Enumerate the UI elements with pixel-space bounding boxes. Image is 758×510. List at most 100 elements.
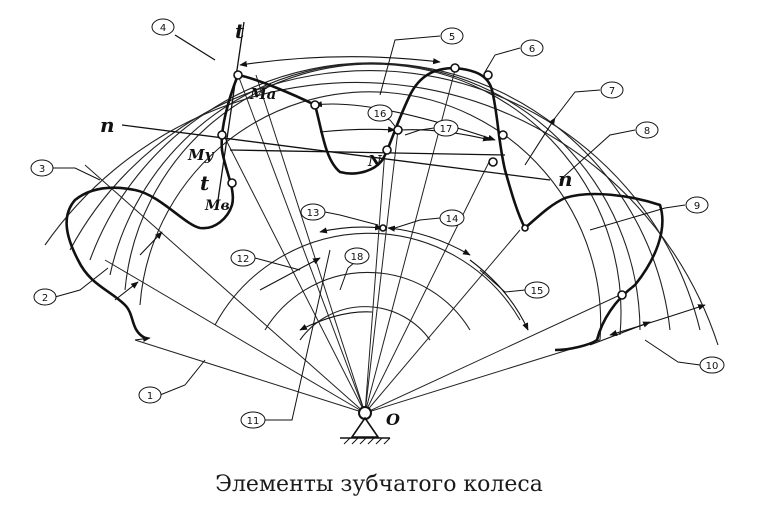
- arc-outer-extended: [44, 81, 719, 346]
- leader-14: [394, 217, 441, 229]
- callout-15: 15: [524, 281, 550, 299]
- leader-11: [265, 249, 331, 421]
- leader-10: [644, 339, 701, 366]
- point-n: [382, 145, 392, 155]
- leader-2: [54, 267, 109, 298]
- svg-text:5: 5: [449, 32, 455, 43]
- svg-text:4: 4: [160, 23, 166, 34]
- arrow-pitch-right: [387, 225, 471, 256]
- label-n-left: n: [100, 113, 115, 137]
- leader-13: [324, 211, 379, 226]
- radial-line: [364, 294, 621, 414]
- radial-line: [364, 159, 491, 414]
- callout-markers: 1 2 3 4 5 6 7 8 9 10 11 12 13 14 15 16 1…: [30, 18, 725, 429]
- callout-9: 9: [685, 196, 709, 214]
- label-n-right: n: [558, 167, 573, 191]
- point-ma: [233, 70, 243, 80]
- leader-17: [404, 127, 435, 136]
- pivot-support: [350, 416, 380, 438]
- point-tip-left: [450, 63, 460, 73]
- point-right-pitch: [498, 130, 508, 140]
- radial-line: [134, 339, 366, 414]
- arc-inner-3: [299, 306, 431, 341]
- svg-text:13: 13: [307, 208, 320, 219]
- svg-text:12: 12: [237, 254, 250, 265]
- point-tip-right: [483, 70, 493, 80]
- arc-outer: [69, 70, 701, 331]
- arc-inner-1: [214, 232, 521, 326]
- leader-1: [159, 359, 206, 396]
- radial-line: [255, 74, 366, 414]
- label-n-point: N: [367, 152, 383, 170]
- leader-4: [174, 34, 216, 61]
- label-t-bottom: t: [200, 171, 210, 195]
- point-labels: Ma My Mв N t t n n: [100, 19, 573, 214]
- diagram-caption: Элементы зубчатого колеса: [215, 472, 543, 497]
- radial-line: [364, 339, 601, 414]
- svg-text:7: 7: [609, 86, 615, 97]
- arc-root-circle: [139, 91, 602, 341]
- svg-text:1: 1: [147, 391, 153, 402]
- radial-line: [237, 74, 366, 414]
- callout-18: 18: [344, 247, 370, 265]
- svg-text:16: 16: [374, 109, 387, 120]
- callout-1: 1: [138, 386, 162, 404]
- arrow-right-7: [524, 117, 556, 166]
- leader-7: [554, 89, 601, 119]
- callout-13: 13: [300, 203, 326, 221]
- callout-5: 5: [440, 27, 464, 45]
- callout-leaders: [52, 35, 701, 421]
- svg-text:9: 9: [694, 201, 700, 212]
- callout-4: 4: [151, 18, 175, 36]
- point-right-n: [488, 157, 498, 167]
- profile-points: [217, 63, 627, 300]
- callout-10: 10: [699, 356, 725, 374]
- leader-12: [254, 257, 301, 271]
- label-t-top: t: [235, 19, 245, 43]
- arrow-angle-12: [259, 257, 321, 291]
- label-my: My: [187, 146, 215, 164]
- leader-9: [589, 204, 686, 231]
- center-pivot: O: [340, 406, 400, 445]
- arrow-angle-18: [299, 311, 373, 331]
- svg-text:8: 8: [644, 126, 650, 137]
- tooth-profiles: [65, 66, 664, 352]
- callout-11: 11: [240, 411, 266, 429]
- svg-text:3: 3: [39, 164, 45, 175]
- leader-3: [52, 167, 101, 181]
- leader-5: [379, 35, 441, 96]
- callout-16: 16: [367, 104, 393, 122]
- callout-3: 3: [30, 159, 54, 177]
- svg-text:11: 11: [247, 416, 260, 427]
- arrow-left-2: [114, 281, 139, 301]
- svg-text:10: 10: [706, 361, 719, 372]
- svg-text:14: 14: [446, 214, 459, 225]
- callout-6: 6: [520, 39, 544, 57]
- radial-line: [84, 164, 366, 414]
- arrow-angle-15: [469, 259, 529, 331]
- radial-line: [364, 229, 521, 414]
- center-label: O: [386, 410, 400, 429]
- arrow-pitch-tooth: [319, 126, 396, 133]
- svg-text:15: 15: [531, 286, 544, 297]
- pitch-line: [229, 149, 506, 156]
- arrow-circular-pitch: [319, 224, 383, 234]
- svg-text:2: 2: [42, 293, 48, 304]
- leader-6: [484, 47, 521, 73]
- leader-18: [339, 261, 356, 291]
- callout-17: 17: [433, 119, 459, 137]
- point-n-top: [393, 125, 403, 135]
- callout-8: 8: [635, 121, 659, 139]
- point-base-right: [521, 224, 529, 232]
- top-tooth-space: [237, 66, 664, 352]
- radial-line: [364, 149, 386, 414]
- point-mb: [227, 178, 237, 188]
- callout-12: 12: [230, 249, 256, 267]
- dimension-arrows: [114, 56, 706, 346]
- line-t-t: [217, 21, 245, 201]
- arrow-right-9: [589, 321, 651, 346]
- arc-inner-2: [264, 271, 471, 331]
- arc-pitch-circle: [109, 62, 641, 331]
- arrow-right-10: [609, 304, 706, 336]
- radial-line: [364, 129, 399, 414]
